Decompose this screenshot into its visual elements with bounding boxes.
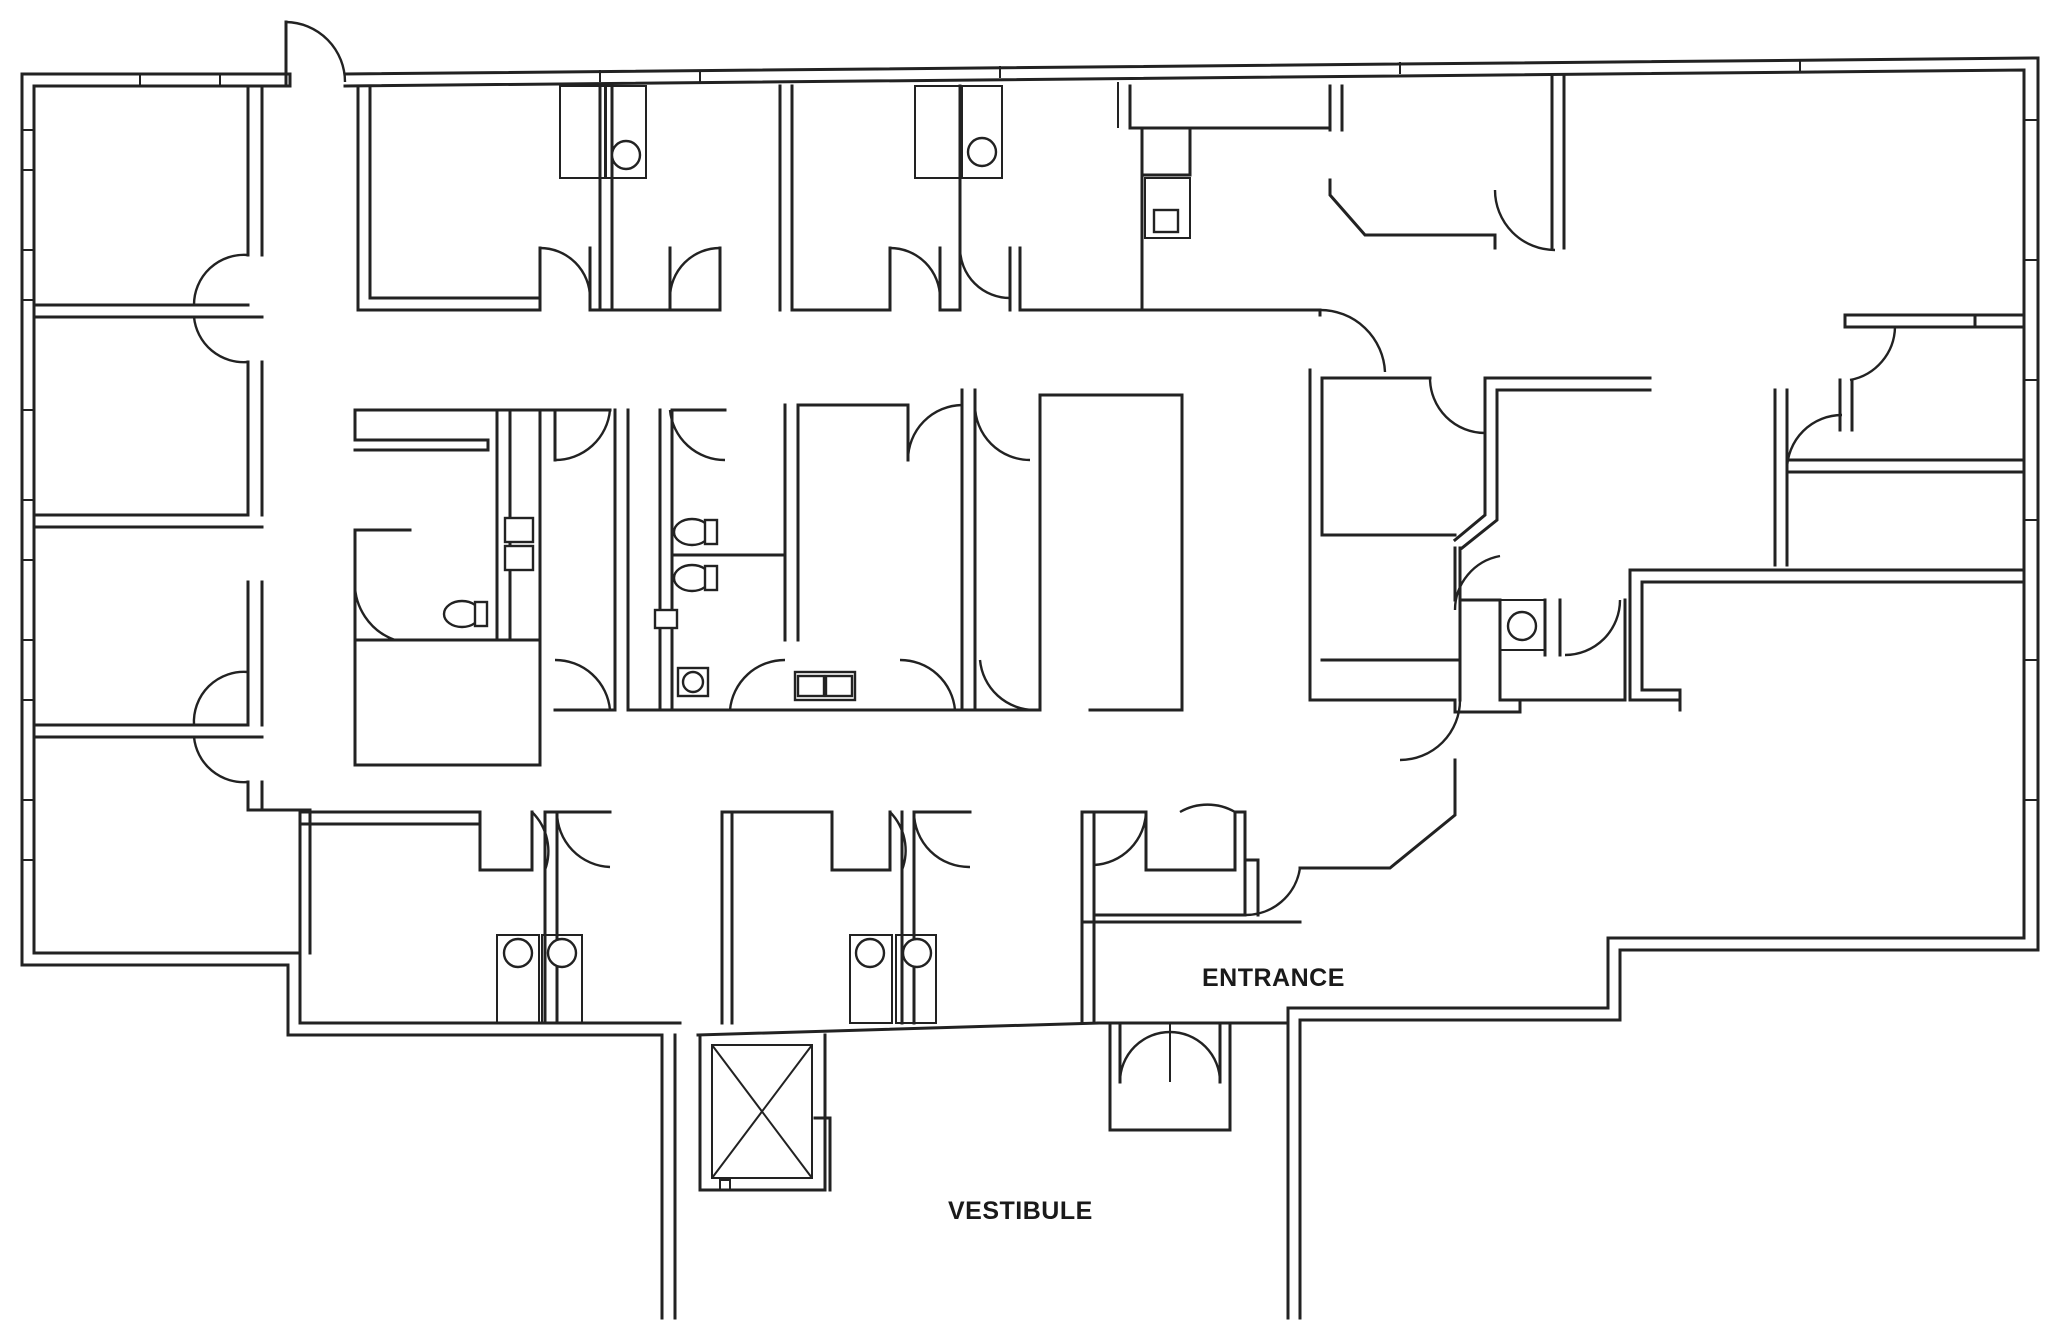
top-entry-door [284, 20, 347, 88]
bottom-offices [298, 758, 1457, 1025]
entrance-area [1108, 1021, 1232, 1132]
elevator [698, 1033, 832, 1192]
central-core [353, 388, 1184, 767]
left-offices [32, 84, 312, 955]
exterior-walls [20, 56, 2040, 1320]
right-offices [1308, 313, 2026, 762]
vestibule-label: VESTIBULE [948, 1197, 1093, 1225]
entrance-label: ENTRANCE [1202, 964, 1345, 992]
top-offices [356, 74, 1566, 373]
